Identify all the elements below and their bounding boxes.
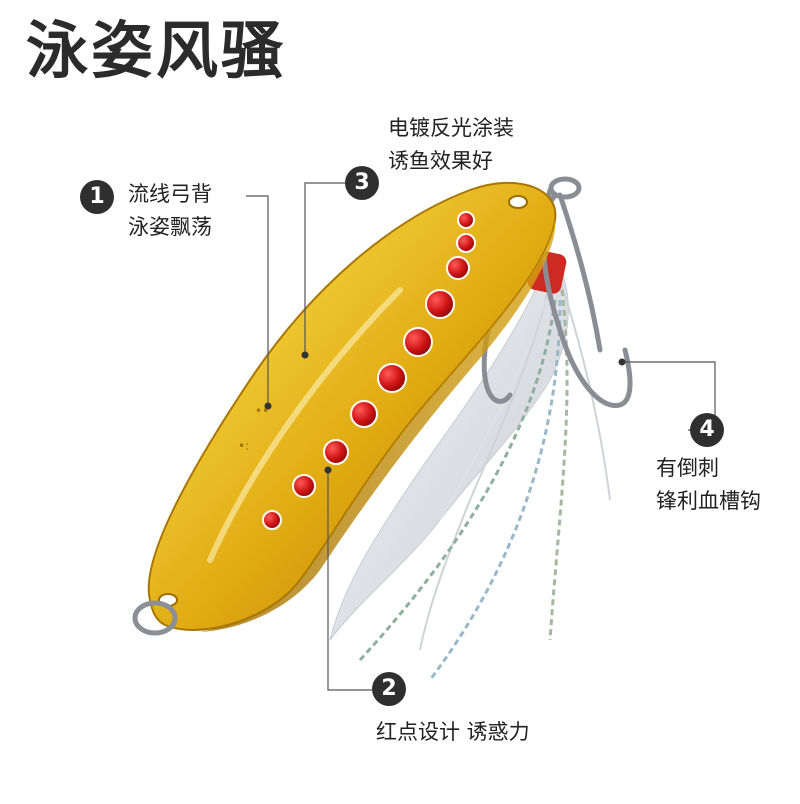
callout-3-text: 电镀反光涂装 诱鱼效果好	[388, 112, 514, 178]
red-dots	[262, 211, 476, 530]
callout-4-text: 有倒刺 锋利血槽钩	[656, 452, 761, 518]
callout-3-badge: 3	[345, 166, 379, 200]
callout-3-line-2: 诱鱼效果好	[388, 149, 493, 173]
callout-1-text: 流线弓背 泳姿飘荡	[128, 178, 212, 244]
callout-2-badge: 2	[372, 672, 406, 706]
callout-2-text: 红点设计 诱惑力	[376, 716, 530, 749]
callout-3-line-1: 电镀反光涂装	[388, 116, 514, 140]
callout-1-line-1: 流线弓背	[128, 182, 212, 206]
callout-4-line-2: 锋利血槽钩	[656, 489, 761, 513]
spoon-body: •• •:	[132, 181, 557, 636]
feather-tail	[329, 250, 611, 681]
callout-1-badge: 1	[80, 180, 114, 214]
page-title: 泳姿风骚	[26, 14, 287, 87]
callout-dots	[264, 351, 626, 474]
svg-text:•:: •:	[238, 439, 249, 453]
callout-4-line-1: 有倒刺	[656, 456, 719, 480]
callout-2-line-1: 红点设计 诱惑力	[376, 720, 530, 744]
callout-4-badge: 4	[690, 413, 724, 447]
callout-1-line-2: 泳姿飘荡	[128, 215, 212, 239]
